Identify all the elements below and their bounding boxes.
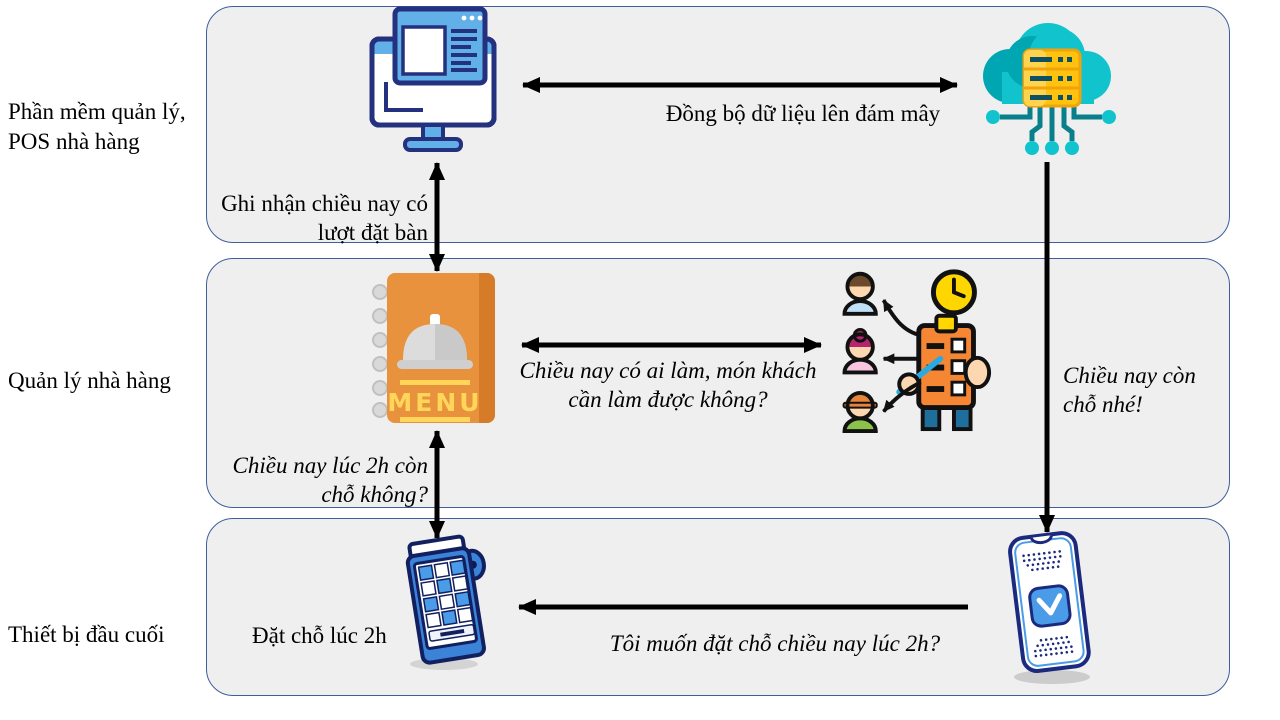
row-label-terminal-devices: Thiết bị đầu cuối <box>8 622 165 647</box>
row-label-restaurant-manager: Quản lý nhà hàng <box>8 368 171 393</box>
smartphone-booking-icon <box>1008 531 1091 684</box>
annotation-seats-question: Chiều nay lúc 2h còn chỗ không? <box>232 453 428 507</box>
desktop-pos-software-icon <box>369 6 497 152</box>
annotation-customer-request: Tôi muốn đặt chỗ chiều nay lúc 2h? <box>609 631 941 656</box>
menu-word: MENU <box>387 388 482 417</box>
annotation-sync-cloud: Đồng bộ dữ liệu lên đám mây <box>665 101 941 126</box>
menu-book-icon: MENU <box>372 273 495 423</box>
pos-terminal-icon <box>405 534 486 670</box>
staff-schedule-icon <box>842 269 992 433</box>
annotation-record-booking: Ghi nhận chiều nay có lượt đặt bàn <box>221 191 428 245</box>
annotation-staff-question: Chiều nay có ai làm, món khách cần làm đ… <box>519 358 817 412</box>
cloud-server-icon <box>983 23 1116 155</box>
row-label-pos-software: Phần mềm quản lý, POS nhà hàng <box>8 99 186 154</box>
annotation-seats-reply: Chiều nay còn chỗ nhé! <box>1063 363 1196 417</box>
annotation-booking-time: Đặt chỗ lúc 2h <box>252 623 387 648</box>
